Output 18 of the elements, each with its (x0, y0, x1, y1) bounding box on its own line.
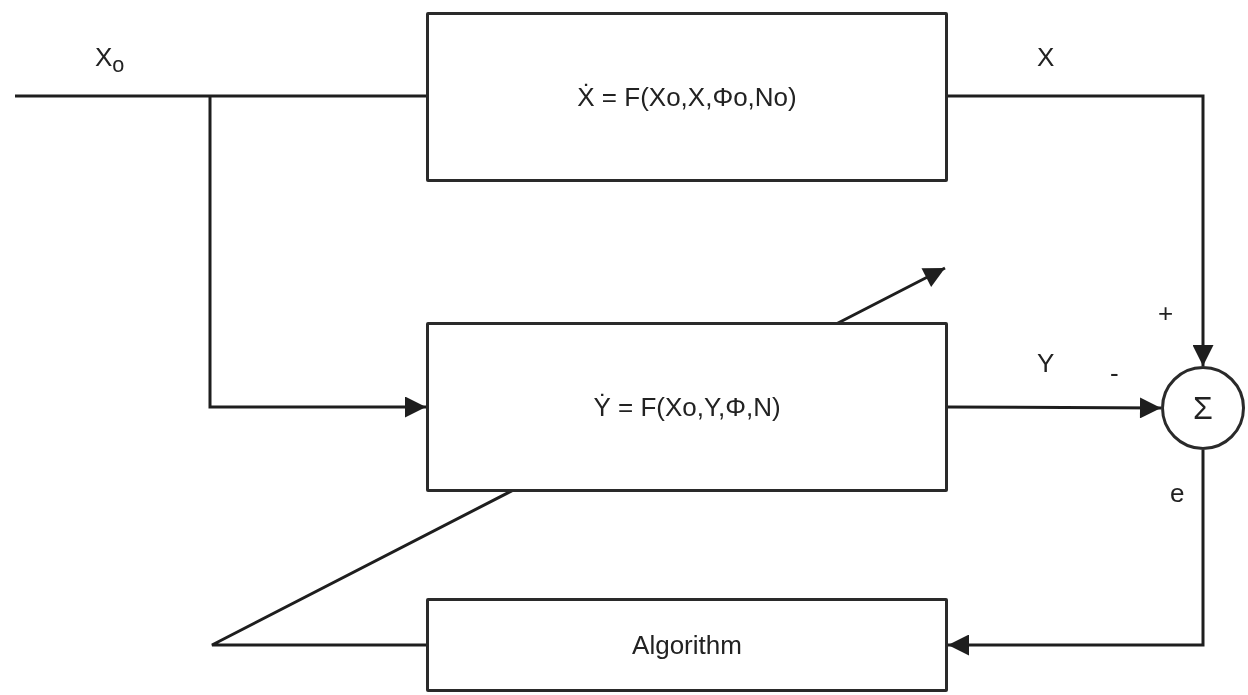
sum-symbol: Σ (1193, 389, 1213, 427)
block-label: Algorithm (632, 629, 742, 661)
block-label: Ẋ = F(Xo,X,Φo,No) (577, 81, 797, 113)
sign-label: + (1158, 300, 1174, 326)
sign-label: - (1110, 360, 1119, 386)
block (426, 322, 948, 492)
connector-line (15, 94, 426, 98)
signal-label: X (1037, 44, 1055, 70)
signal-label: e (1170, 480, 1185, 506)
block (426, 598, 948, 692)
arrow (948, 397, 1161, 419)
arrow (948, 94, 1214, 366)
signal-label: X$_{o}$ (95, 44, 125, 76)
arrow (948, 450, 1205, 656)
block-label: Ẏ = F(Xo,Y,Φ,N) (593, 391, 781, 423)
arrow (208, 96, 426, 418)
signal-label: Y (1037, 350, 1055, 376)
block (426, 12, 948, 182)
